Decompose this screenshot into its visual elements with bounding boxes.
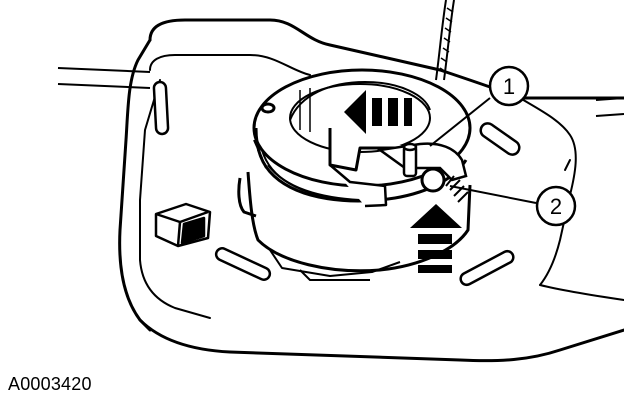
figure-code: A0003420 <box>8 374 92 394</box>
locator-block <box>154 202 212 248</box>
leader-lines <box>429 97 537 204</box>
alignment-tab <box>376 142 468 182</box>
seal-ring-part <box>420 167 446 193</box>
callout-2-number: 2 <box>550 194 562 219</box>
arrow-up-icon <box>410 204 462 273</box>
arrow-left-icon <box>344 90 412 134</box>
tank-body <box>118 18 624 363</box>
callout-1: 1 <box>488 65 530 107</box>
cable <box>435 0 455 81</box>
plate-slots <box>152 80 521 287</box>
callout-1-number: 1 <box>503 74 515 99</box>
callout-2: 2 <box>535 185 577 227</box>
pin-part <box>402 142 418 178</box>
hatch-marks <box>445 175 469 203</box>
